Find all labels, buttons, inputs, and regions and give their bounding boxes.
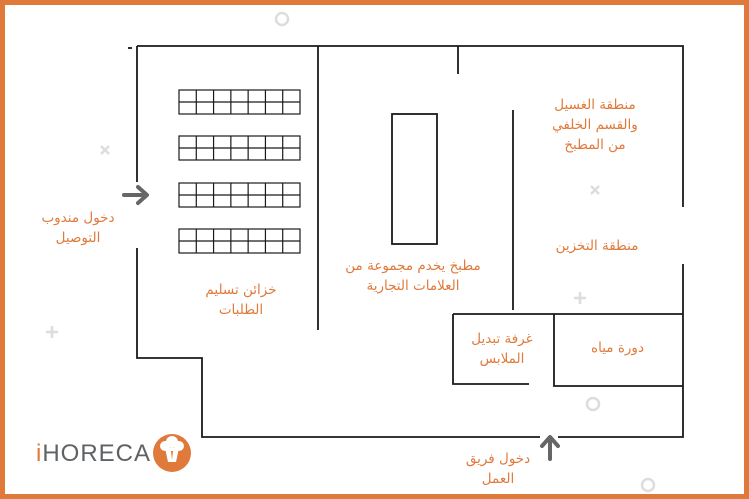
restroom-label: دورة مياه	[591, 340, 644, 356]
walls	[128, 45, 684, 438]
lockers-label: خزائن تسليم الطلبات	[205, 282, 277, 318]
locker-unit	[178, 89, 301, 115]
arrow-right-icon	[122, 185, 149, 205]
brand-dot: i	[36, 440, 43, 467]
locker-unit	[178, 182, 301, 208]
staff-entry-label: دخول فريق العمل	[465, 451, 531, 487]
locker-units	[178, 89, 301, 254]
chef-hat-icon	[153, 434, 191, 472]
delivery-entry-label: دخول مندوب التوصيل	[41, 210, 115, 246]
washing-area-label: منطقة الغسيل والقسم الخلفي من المطبخ	[552, 97, 638, 153]
storage-area-label: منطقة التخزين	[555, 238, 639, 254]
brand-name: HORECA	[42, 440, 152, 467]
ihoreca-logo: iHORECA	[36, 441, 151, 467]
kitchen-label: مطبخ يخدم مجموعة من العلامات التجارية	[345, 258, 481, 294]
locker-unit	[178, 228, 301, 254]
arrow-up-icon	[540, 435, 560, 461]
locker-unit	[178, 135, 301, 161]
changing-room-label: غرفة تبديل الملابس	[471, 331, 533, 367]
decorations	[46, 11, 656, 493]
